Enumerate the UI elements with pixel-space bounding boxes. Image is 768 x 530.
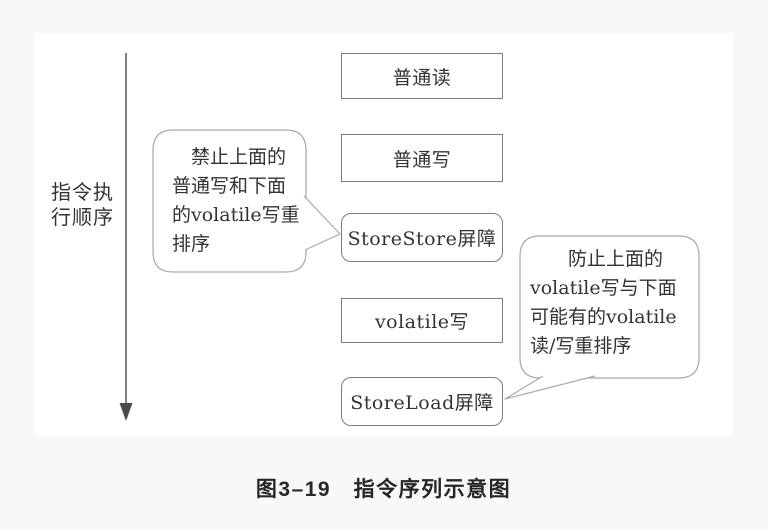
callout-left-bubble xyxy=(152,129,307,273)
callout-right-bubble xyxy=(519,235,700,379)
box-storestore-barrier-label: StoreStore屏障 xyxy=(347,228,497,250)
figure-caption: 图3–19 指令序列示意图 xyxy=(255,478,512,501)
callout-left-tail xyxy=(303,195,341,251)
box-volatile-write-label: volatile写 xyxy=(374,311,470,333)
callout-storeload-note: 防止上面的 volatile写与下面 可能有的volatile 读/写重排序 xyxy=(530,248,677,357)
arrow-head xyxy=(119,403,133,421)
box-storeload-barrier-label: StoreLoad屏障 xyxy=(350,392,494,414)
callout-left xyxy=(152,129,341,273)
box-plain-write: 普通写 xyxy=(341,134,503,182)
diagram-artwork xyxy=(119,53,700,421)
callout-storestore-note: 禁止上面的 普通写和下面 的volatile写重 排序 xyxy=(172,146,300,255)
box-plain-read-label: 普通读 xyxy=(392,66,452,89)
execution-order-arrow xyxy=(119,53,133,421)
box-storestore-barrier: StoreStore屏障 xyxy=(341,213,503,262)
box-plain-read: 普通读 xyxy=(341,53,503,99)
box-storeload-barrier: StoreLoad屏障 xyxy=(341,377,503,426)
callout-right xyxy=(504,235,700,400)
figure-card: 指令执 行顺序 普通读 普通写 StoreStore屏障 volatile写 S… xyxy=(34,33,733,436)
box-volatile-write: volatile写 xyxy=(341,298,503,343)
execution-order-label: 指令执 行顺序 xyxy=(51,180,114,229)
callout-right-tail xyxy=(504,375,596,400)
box-plain-write-label: 普通写 xyxy=(392,148,452,171)
